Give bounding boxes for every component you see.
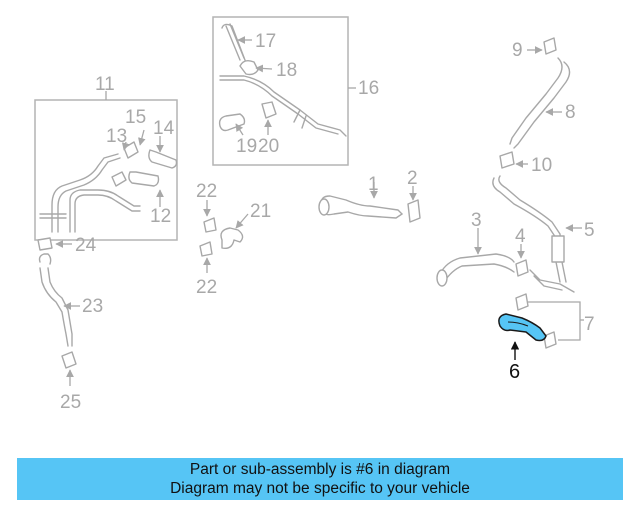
callout-6: 6 xyxy=(509,361,520,383)
banner-line-1: Part or sub-assembly is #6 in diagram xyxy=(189,461,451,478)
callout-10: 10 xyxy=(531,155,552,176)
callout-20: 20 xyxy=(258,136,279,157)
callout-8: 8 xyxy=(565,102,576,123)
callout-2: 2 xyxy=(407,168,418,189)
part-8-9-10-group xyxy=(499,37,571,169)
part-21-22-group xyxy=(199,200,249,273)
assembly-box-11 xyxy=(34,91,178,241)
callout-labels: 1 2 3 4 5 6 7 8 9 10 11 12 13 14 15 16 1… xyxy=(60,31,595,413)
callout-24: 24 xyxy=(75,235,97,256)
callout-21: 21 xyxy=(250,201,271,222)
callout-9: 9 xyxy=(512,40,523,61)
callout-22-top: 22 xyxy=(196,181,217,202)
part-3-4-group xyxy=(436,228,529,287)
part-5-assembly xyxy=(492,175,582,293)
callout-18: 18 xyxy=(276,60,297,81)
parts-diagram: 1 2 3 4 5 6 7 8 9 10 11 12 13 14 15 16 1… xyxy=(34,16,595,413)
callout-15: 15 xyxy=(125,107,146,128)
info-banner: Part or sub-assembly is #6 in diagram Di… xyxy=(17,458,623,500)
callout-7: 7 xyxy=(584,314,595,335)
callout-12: 12 xyxy=(150,206,171,227)
callout-5: 5 xyxy=(584,220,595,241)
callout-3: 3 xyxy=(471,210,482,231)
callout-22-bottom: 22 xyxy=(196,277,217,298)
callout-25: 25 xyxy=(60,392,81,413)
callout-17: 17 xyxy=(255,31,276,52)
part-23-24-25-group xyxy=(37,237,80,386)
callout-23: 23 xyxy=(82,296,103,317)
callout-11: 11 xyxy=(95,74,115,95)
callout-1: 1 xyxy=(368,174,379,195)
assembly-box-16 xyxy=(212,16,356,166)
part-6-highlighted xyxy=(498,313,547,360)
part-1-2-group xyxy=(318,182,421,223)
callout-13: 13 xyxy=(106,126,127,147)
callout-4: 4 xyxy=(515,226,526,247)
callout-19: 19 xyxy=(236,136,257,157)
callout-14: 14 xyxy=(153,118,175,139)
banner-line-2: Diagram may not be specific to your vehi… xyxy=(170,480,470,497)
callout-16: 16 xyxy=(358,78,379,99)
part-7-bracket xyxy=(515,293,584,349)
